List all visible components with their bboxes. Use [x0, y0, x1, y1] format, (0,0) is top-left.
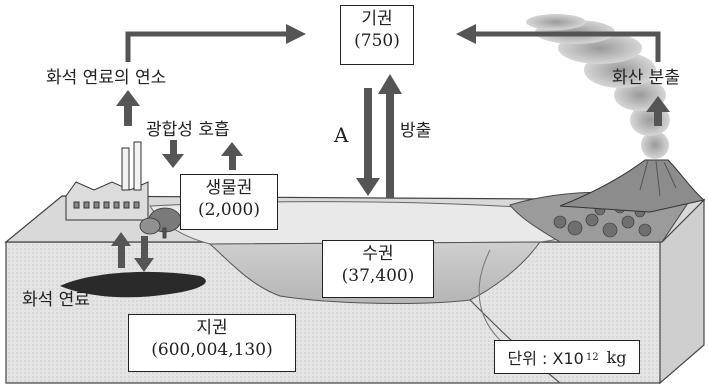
unit-prefix: 단위 : X10 [507, 349, 584, 368]
geosphere-value: (600,004,130) [151, 340, 273, 360]
hydrosphere-value: (37,400) [341, 266, 415, 286]
arrow-volcano-up-shaft [654, 108, 662, 126]
trees [139, 207, 182, 239]
arrow-fossil-combustion-path [125, 31, 288, 62]
biosphere-label: 생물권 [205, 178, 253, 198]
biosphere-value: (2,000) [198, 200, 260, 220]
arrow-fossil-down-shaft [141, 236, 148, 260]
fossil-fuel-deposit [60, 271, 206, 298]
arrow-volcano-up-head [646, 96, 670, 112]
arrow-volcano-path [474, 31, 661, 62]
arrow-factory-up-head [116, 90, 140, 106]
label-release: 방출 [400, 121, 432, 141]
atmosphere-box: 기권 (750) [340, 5, 414, 65]
shrubs [553, 202, 652, 238]
arrow-respiration-head [221, 142, 243, 156]
arrow-photosynthesis-shaft [170, 140, 177, 156]
volcano [559, 159, 706, 213]
arrow-fossil-up-head [111, 232, 131, 246]
arrow-respiration-shaft [229, 154, 236, 170]
arrow-fossil-down-head [134, 258, 154, 272]
arrow-fossil-up-shaft [118, 244, 125, 268]
hydrosphere-box: 수권 (37,400) [322, 240, 434, 298]
arrow-factory-up-shaft [124, 104, 132, 126]
arrow-photosynthesis-head [162, 154, 184, 168]
unit-suffix: kg [606, 347, 627, 367]
label-fossil-fuel-combustion: 화석 연료의 연소 [46, 68, 167, 88]
biosphere-box: 생물권 (2,000) [180, 174, 278, 230]
arrow-release-shaft [386, 92, 394, 198]
arrow-A-head [356, 178, 380, 196]
label-A: A [334, 123, 349, 147]
arrow-head-to-atmosphere-right [456, 24, 476, 44]
volcano-ridge [639, 159, 677, 197]
unit-exponent: 12 [585, 351, 599, 363]
factory [65, 141, 149, 221]
geosphere-box: 지권 (600,004,130) [128, 314, 296, 372]
arrow-A-shaft [364, 88, 372, 180]
arrow-head-to-atmosphere-left [286, 24, 306, 44]
atmosphere-value: (750) [354, 31, 400, 51]
label-photosynthesis-respiration: 광합성 호흡 [146, 120, 230, 140]
volcanic-smoke [526, 14, 670, 159]
arrow-release-head [378, 74, 402, 94]
label-fossil-fuel: 화석 연료 [22, 290, 90, 310]
label-volcanic-eruption: 화산 분출 [612, 68, 680, 88]
atmosphere-label: 기권 [361, 9, 393, 29]
geosphere-label: 지권 [196, 318, 228, 338]
crust-boundary-2 [478, 249, 501, 341]
hydrosphere-label: 수권 [362, 244, 394, 264]
